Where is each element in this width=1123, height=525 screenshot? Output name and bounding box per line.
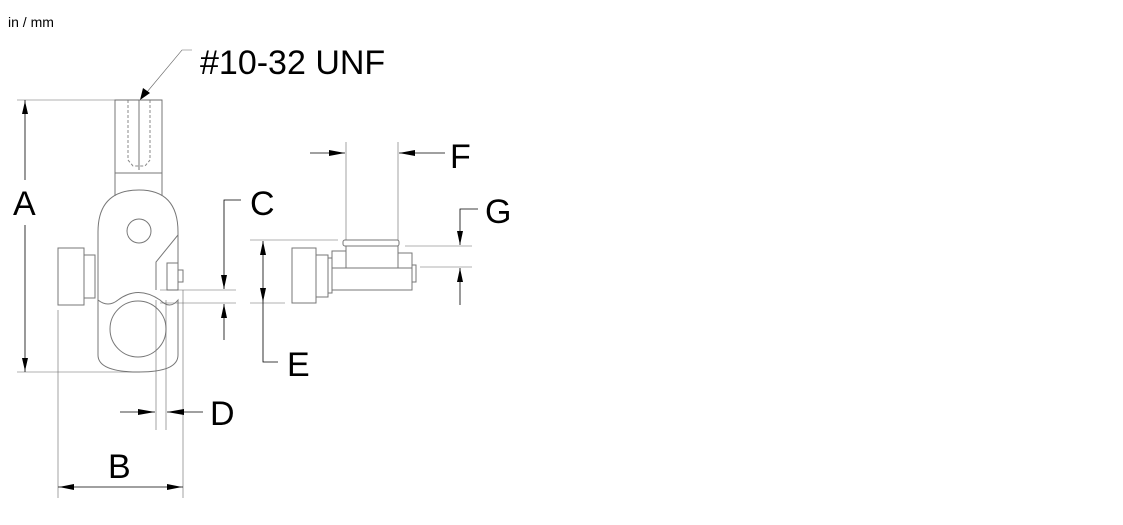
dimension-a: A bbox=[13, 99, 162, 373]
dimension-g: G bbox=[405, 193, 511, 305]
dimension-label-f: F bbox=[450, 138, 471, 176]
knob bbox=[57, 247, 85, 306]
dimension-label-e: E bbox=[287, 346, 310, 384]
dimension-label-d: D bbox=[210, 395, 235, 433]
thread-label: #10-32 UNF bbox=[200, 44, 385, 82]
dimension-c: C bbox=[160, 185, 275, 340]
dimension-label-c: C bbox=[250, 185, 275, 223]
dimension-b: B bbox=[57, 290, 184, 498]
dimension-label-g: G bbox=[485, 193, 511, 231]
dimension-e: E bbox=[250, 239, 338, 384]
dimension-label-b: B bbox=[108, 448, 131, 486]
knob-side bbox=[291, 247, 317, 304]
front-view bbox=[57, 99, 184, 373]
dimension-label-a: A bbox=[13, 185, 36, 223]
thread-callout: #10-32 UNF bbox=[140, 44, 385, 100]
dimension-f: F bbox=[310, 138, 471, 240]
rod-bore bbox=[109, 300, 167, 358]
side-view bbox=[291, 239, 417, 304]
dimension-d: D bbox=[120, 300, 235, 433]
bolt bbox=[166, 262, 179, 291]
pivot-hole bbox=[126, 218, 152, 244]
units-label: in / mm bbox=[8, 14, 54, 30]
